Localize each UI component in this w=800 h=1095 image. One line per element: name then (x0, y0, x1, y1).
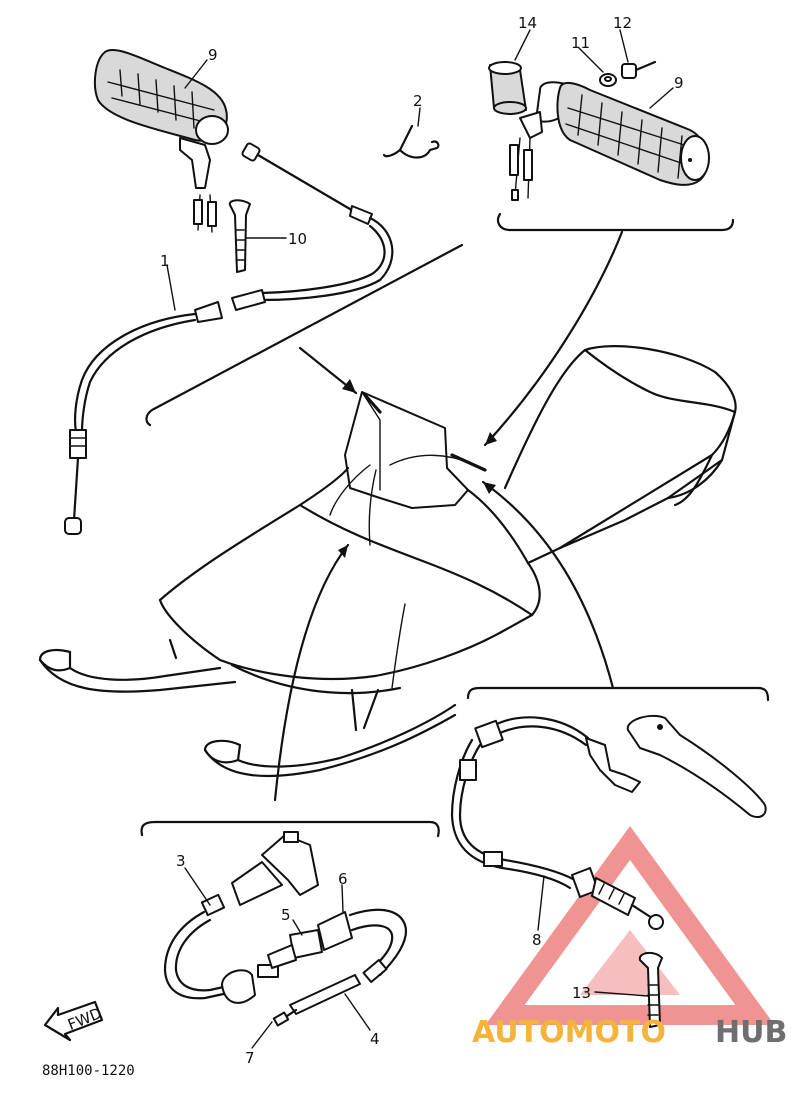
band-13 (638, 952, 663, 1028)
callout-9-left: 9 (208, 46, 218, 64)
wire-4-7 (272, 974, 361, 1027)
switch-wires-right (509, 137, 533, 201)
callout-14: 14 (518, 14, 537, 32)
callout-9-right: 9 (674, 74, 684, 92)
watermark-text-b: HUB (715, 1015, 787, 1050)
kill-switch-3 (163, 831, 319, 1004)
watermark-text: AUTOMOTO HUB (472, 1015, 787, 1050)
nut-11 (599, 73, 617, 87)
callout-12: 12 (613, 14, 632, 32)
clip-2 (382, 124, 440, 159)
watermark-text-a: AUTOMOTO (472, 1015, 666, 1050)
brake-cable-8 (450, 716, 664, 930)
callout-labels: 9 10 1 2 14 11 12 9 3 6 5 4 7 8 13 (160, 14, 684, 1067)
callout-leaders (166, 29, 674, 1049)
cable-6 (317, 908, 408, 984)
callout-13: 13 (572, 984, 591, 1002)
fwd-arrow: FWD (43, 1000, 104, 1042)
brake-lever (626, 714, 767, 818)
callout-4: 4 (370, 1030, 380, 1048)
callout-6: 6 (338, 870, 348, 888)
callout-1: 1 (160, 252, 170, 270)
diagram-code: 88H100-1220 (42, 1063, 135, 1079)
leader-lines (273, 230, 624, 802)
band-10 (228, 199, 251, 273)
snowmobile-body (38, 345, 737, 778)
callout-2: 2 (413, 92, 423, 110)
callout-7: 7 (245, 1049, 255, 1067)
grip-cap-14 (488, 61, 527, 115)
callout-3: 3 (176, 852, 186, 870)
callout-8: 8 (532, 931, 542, 949)
throttle-grip-left (93, 49, 229, 189)
switch-wires-left (193, 194, 217, 233)
callout-5: 5 (281, 906, 291, 924)
handlebar-grip-right (519, 81, 710, 186)
callout-11: 11 (571, 34, 590, 52)
bolt-12 (621, 60, 657, 79)
group-brackets (140, 212, 770, 838)
throttle-cable-1 (64, 142, 394, 535)
fwd-label: FWD (65, 1004, 104, 1034)
grommet-5 (267, 929, 323, 969)
callout-10: 10 (288, 230, 307, 248)
